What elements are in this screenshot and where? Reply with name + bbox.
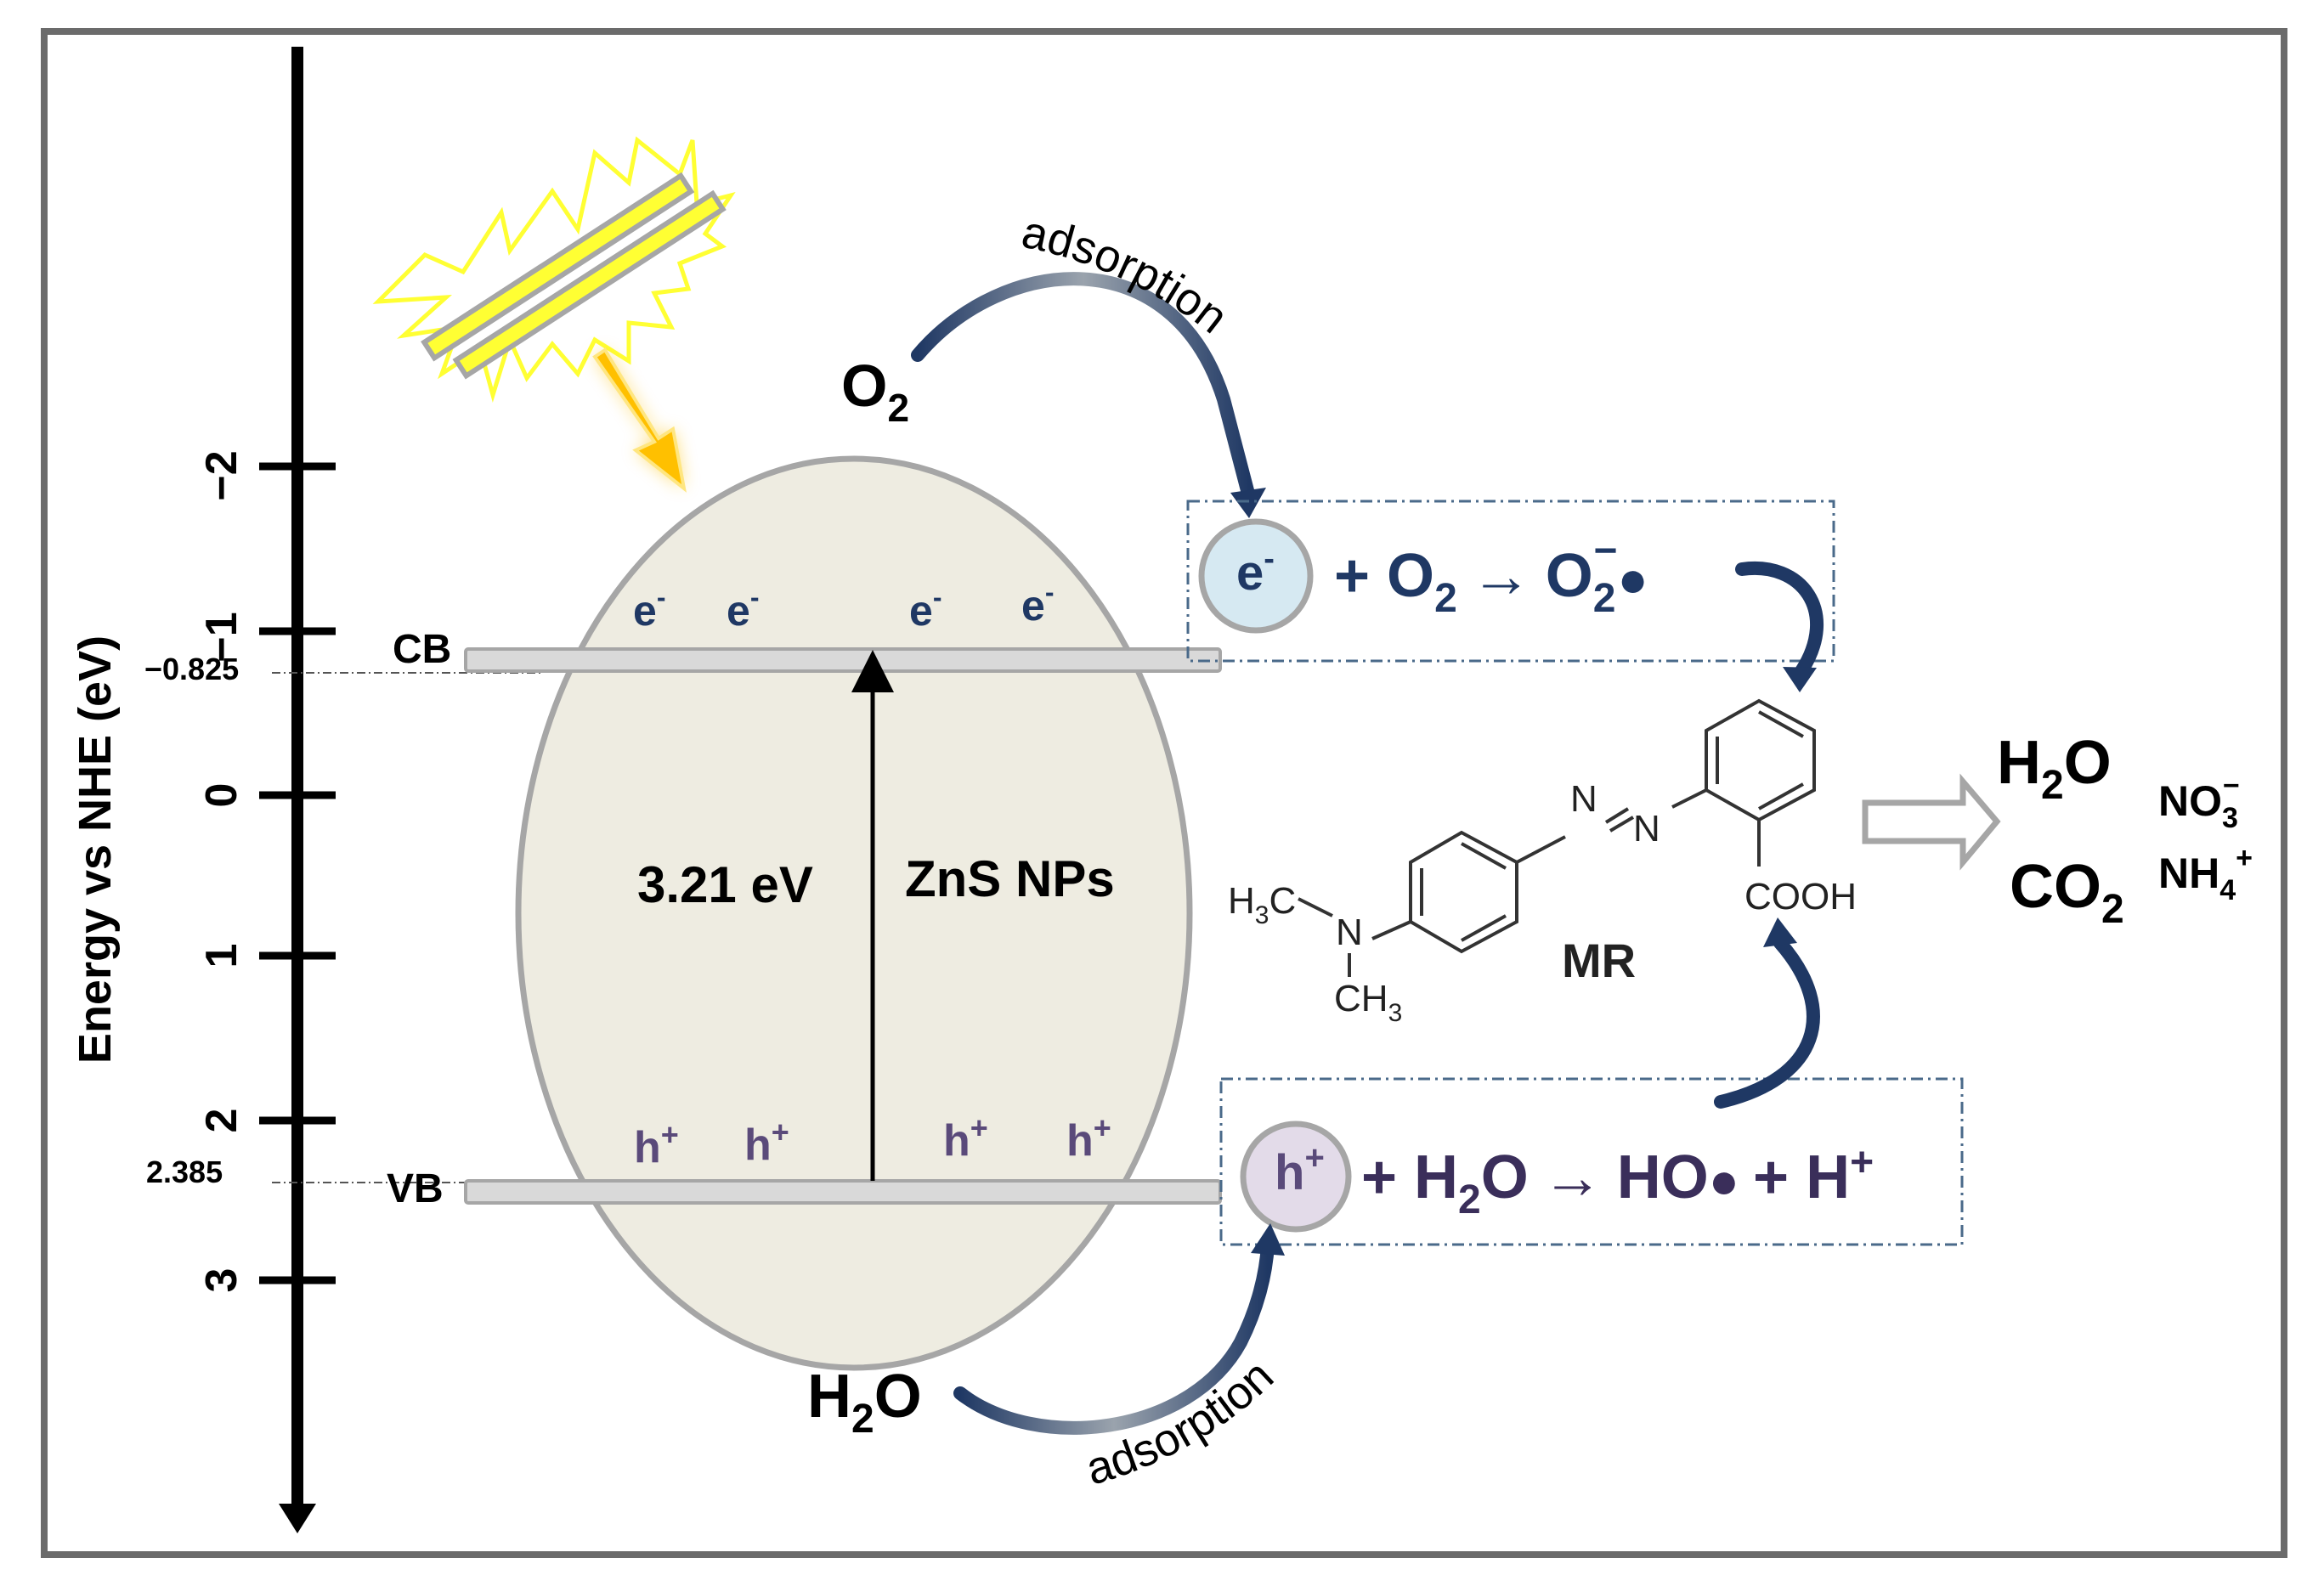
electron-4: e- xyxy=(1021,577,1054,629)
tick-label-1: 1 xyxy=(197,944,246,968)
hole-2: h+ xyxy=(744,1115,789,1170)
bottom-equation: + H2O→HO●+ H+ xyxy=(1361,1140,1874,1222)
vb-label: VB xyxy=(387,1166,444,1211)
hydroxyl-to-mr-arrowhead xyxy=(1763,917,1797,947)
hole-3: h+ xyxy=(943,1110,988,1166)
o2-adsorption-arrowhead xyxy=(1230,488,1266,518)
tick-label-0: 0 xyxy=(197,783,246,808)
product-water: H2O xyxy=(1997,729,2112,808)
h2o-adsorption-arrow xyxy=(953,1238,1275,1435)
degradation-arrow xyxy=(1862,773,2001,871)
superoxide-to-mr-arrow xyxy=(1735,561,1824,678)
product-ammonium: NH4+ xyxy=(2158,842,2253,906)
tick-label-minus2: −2 xyxy=(197,450,246,500)
methyl-bottom: CH3 xyxy=(1334,978,1402,1027)
cb-label: CB xyxy=(393,627,451,672)
azo-n2: N xyxy=(1633,808,1660,850)
electron-3: e- xyxy=(909,582,941,635)
hole-1: h+ xyxy=(634,1117,679,1172)
methyl-red-molecule xyxy=(1298,698,1816,977)
electron-1: e- xyxy=(633,582,665,635)
zns-particle xyxy=(515,455,1193,1371)
azo-n1: N xyxy=(1570,778,1597,820)
tick-label-minus1: −1 xyxy=(197,612,246,662)
conduction-band xyxy=(464,647,1222,673)
methyl-top: H3C xyxy=(1228,880,1296,929)
product-nitrate: NO3− xyxy=(2158,770,2240,834)
vb-value-label: 2.385 xyxy=(146,1154,223,1189)
o2-reactant: O2 xyxy=(841,353,909,430)
top-equation: + O2→O2−● xyxy=(1334,528,1648,621)
hole-bubble xyxy=(1240,1121,1352,1233)
h2o-reactant: H2O xyxy=(807,1363,922,1442)
molecule-labels: N N N H3C CH3 COOH xyxy=(1228,778,1857,1027)
o2-adsorption-arrow xyxy=(911,272,1256,504)
h2o-adsorption-arrowhead xyxy=(1251,1223,1285,1256)
superoxide-to-mr-arrowhead xyxy=(1783,667,1817,692)
hole-4: h+ xyxy=(1066,1110,1111,1166)
valence-band xyxy=(464,1179,1222,1205)
axis-arrowhead xyxy=(279,1504,316,1533)
light-arrow-icon xyxy=(592,347,687,493)
electron-bubble-label: e- xyxy=(1236,541,1275,601)
tick-label-2: 2 xyxy=(197,1109,246,1133)
cb-value-label: −0.825 xyxy=(144,652,239,686)
benzene-ring-right xyxy=(1705,698,1816,822)
top-reaction-box xyxy=(1186,500,1835,663)
acid-group: COOH xyxy=(1744,876,1857,917)
energy-axis: −2 −1 0 1 2 3 Energy vs NHE (eV) xyxy=(70,47,336,1533)
lamp-icon xyxy=(372,136,736,403)
electron-bubble xyxy=(1198,518,1314,634)
molecule-name: MR xyxy=(1562,934,1636,987)
product-co2: CO2 xyxy=(2010,853,2124,932)
hole-bubble-label: h+ xyxy=(1275,1139,1325,1200)
hydroxyl-to-mr-arrow xyxy=(1714,936,1820,1109)
axis-label: Energy vs NHE (eV) xyxy=(70,635,121,1064)
bandgap-label: 3.21 eV xyxy=(637,856,813,913)
amine-n: N xyxy=(1336,912,1363,953)
bottom-reaction-box xyxy=(1219,1077,1964,1246)
material-label: ZnS NPs xyxy=(905,850,1115,907)
electron-2: e- xyxy=(727,582,759,635)
tick-label-3: 3 xyxy=(197,1268,246,1293)
